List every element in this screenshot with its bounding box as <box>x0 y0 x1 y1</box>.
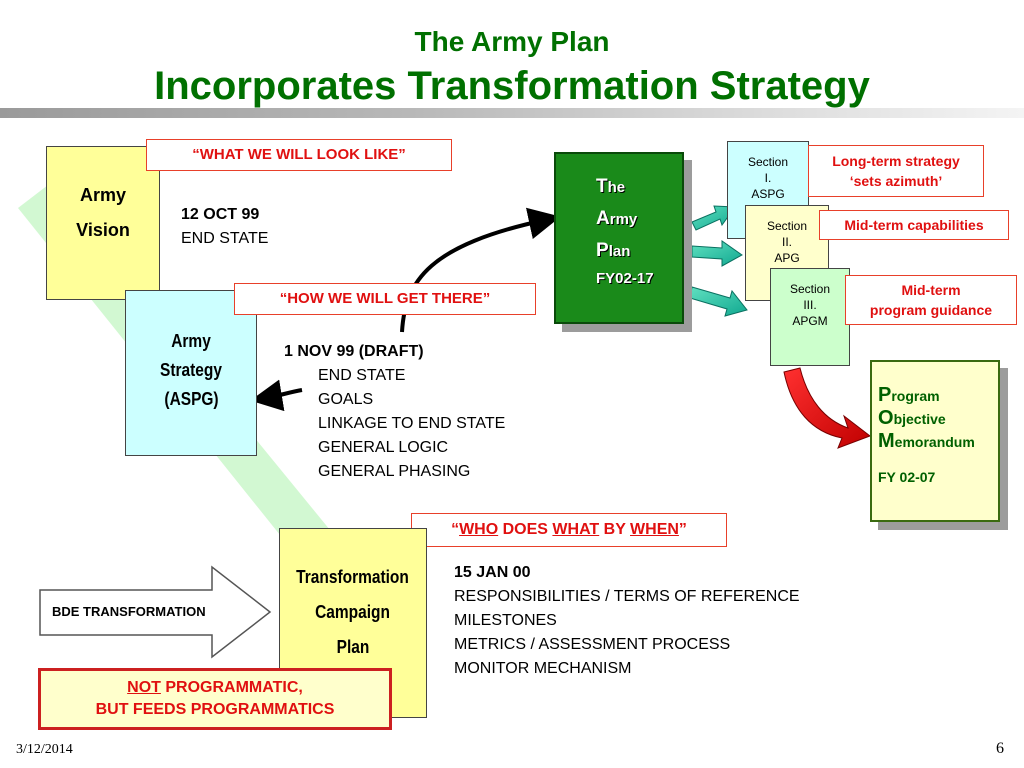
pom-m: M <box>878 430 895 452</box>
pom-fy: FY 02-07 <box>878 469 936 485</box>
army-plan-fy: FY02-17 <box>596 270 654 287</box>
curved-arrow-to-plan <box>400 207 561 333</box>
section-2-line3: APG <box>774 251 800 265</box>
title-line-2: Incorporates Transformation Strategy <box>154 64 870 108</box>
callout-long-term-line2: ‘sets azimuth’ <box>849 173 943 189</box>
pom-o: O <box>878 407 894 429</box>
feeds-programmatics: BUT FEEDS PROGRAMMATICS <box>95 701 335 718</box>
word-does: DOES <box>498 521 553 538</box>
page-number: 6 <box>996 740 1004 757</box>
callout-long-term-strategy: Long-term strategy ‘sets azimuth’ <box>808 145 984 197</box>
pom-bjective: bjective <box>893 411 946 427</box>
section-3-line2: III. <box>803 298 817 312</box>
section-1-line1: Section <box>747 155 789 169</box>
draft-item: END STATE <box>318 367 406 384</box>
section-2-line1: Section <box>766 219 808 233</box>
draft-item: GENERAL PHASING <box>318 463 471 480</box>
vision-date: 12 OCT 99 <box>181 206 260 223</box>
footer-date: 3/12/2014 <box>16 742 73 757</box>
pom-rogram: rogram <box>891 388 940 404</box>
draft-item: GOALS <box>318 391 374 408</box>
word-by: BY <box>599 521 631 538</box>
bde-transformation-label: BDE TRANSFORMATION <box>52 604 206 619</box>
callout-long-term-line1: Long-term strategy <box>832 153 960 169</box>
callout-mid-term-program-line2: program guidance <box>869 302 993 318</box>
army-plan-p: P <box>596 240 609 261</box>
word-programmatic: PROGRAMMATIC, <box>160 679 303 696</box>
callout-who-what-when: “WHO DOES WHAT BY WHEN” <box>411 513 727 547</box>
callout-mid-term-program-line1: Mid-term <box>901 282 961 298</box>
draft-heading: 1 NOV 99 (DRAFT) <box>284 343 424 360</box>
section-3-line3: APGM <box>792 314 828 328</box>
red-arrow-to-pom <box>783 367 872 449</box>
army-plan-box: The Army Plan FY02-17 <box>554 152 684 324</box>
bde-arrow <box>39 565 272 659</box>
army-vision-line2: Vision <box>76 220 130 240</box>
section-3-line1: Section <box>789 282 831 296</box>
army-plan-t: T <box>596 176 608 197</box>
draft-item: GENERAL LOGIC <box>318 439 449 456</box>
jan-heading: 15 JAN 00 <box>454 564 531 581</box>
quote-open: “ <box>451 521 460 538</box>
army-vision-box: Army Vision <box>46 146 160 300</box>
section-2-line2: II. <box>781 235 792 249</box>
army-plan-a: A <box>596 208 610 229</box>
army-strategy-line1: Army <box>171 331 211 351</box>
section-3-box: Section III. APGM <box>770 268 850 366</box>
army-strategy-line2: Strategy <box>160 360 222 380</box>
pom-box: Program Objective Memorandum FY 02-07 <box>870 360 1000 522</box>
callout-how-we-get-there: “HOW WE WILL GET THERE” <box>234 283 536 315</box>
tcp-line1: Transformation <box>296 567 410 587</box>
teal-arrow-3 <box>689 286 748 317</box>
callout-what-we-look-like: “WHAT WE WILL LOOK LIKE” <box>146 139 452 171</box>
not-programmatic-box: NOT PROGRAMMATIC, BUT FEEDS PROGRAMMATIC… <box>38 668 392 730</box>
section-1-line3: ASPG <box>751 187 785 201</box>
word-what: WHAT <box>552 521 600 538</box>
word-when: WHEN <box>630 521 679 538</box>
quote-close: ” <box>678 521 687 538</box>
jan-item: MILESTONES <box>454 612 557 629</box>
teal-arrow-2 <box>691 240 743 267</box>
section-1-line2: I. <box>764 171 772 185</box>
word-who: WHO <box>459 521 499 538</box>
pom-p: P <box>878 384 892 406</box>
army-vision-line1: Army <box>79 185 127 205</box>
army-plan-he: he <box>607 179 626 196</box>
army-plan-rmy: rmy <box>609 211 638 228</box>
draft-item: LINKAGE TO END STATE <box>318 415 506 432</box>
callout-mid-term-program: Mid-term program guidance <box>845 275 1017 325</box>
army-strategy-line3: (ASPG) <box>163 389 219 409</box>
pom-emorandum: emorandum <box>894 434 975 450</box>
title-line-1: The Army Plan <box>414 26 610 57</box>
jan-item: MONITOR MECHANISM <box>454 660 632 677</box>
word-not: NOT <box>127 679 161 696</box>
jan-item: METRICS / ASSESSMENT PROCESS <box>454 636 731 653</box>
arrow-to-strategy <box>250 379 303 412</box>
title-rule <box>0 108 1024 118</box>
tcp-line3: Plan <box>336 637 370 657</box>
jan-item: RESPONSIBILITIES / TERMS OF REFERENCE <box>454 588 800 605</box>
callout-mid-term-capabilities: Mid-term capabilities <box>819 210 1009 240</box>
tcp-line2: Campaign <box>315 602 391 622</box>
army-plan-lan: lan <box>608 243 631 260</box>
vision-end-state: END STATE <box>181 230 269 247</box>
army-strategy-box: Army Strategy (ASPG) <box>125 290 257 456</box>
